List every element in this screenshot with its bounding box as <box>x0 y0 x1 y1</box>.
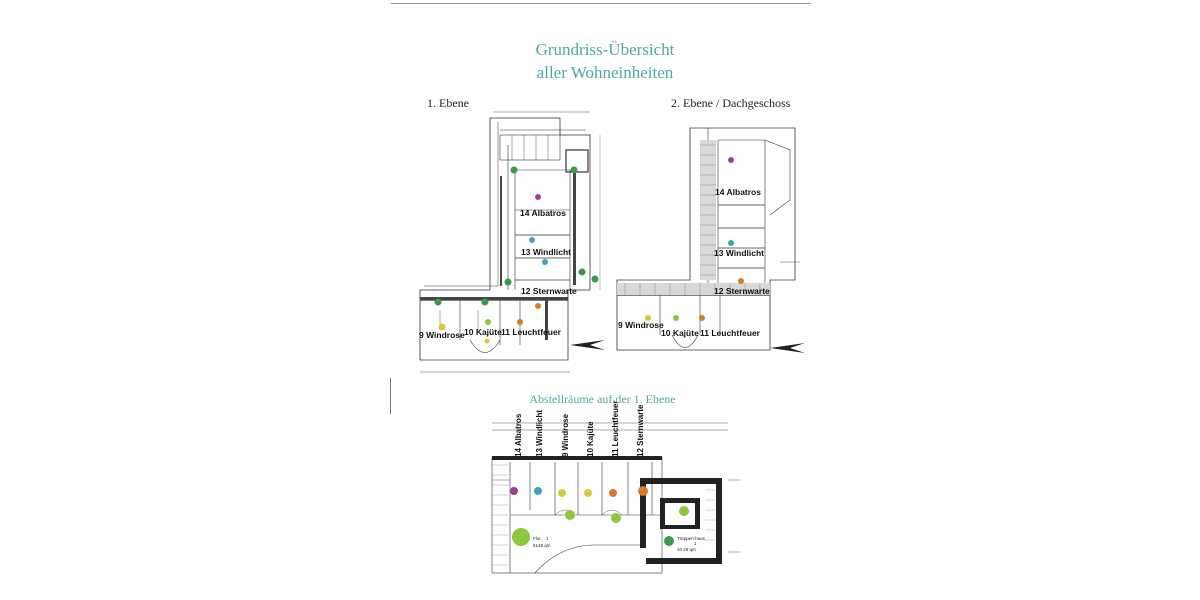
treppe-number: 1 <box>694 541 697 546</box>
p1-unit-11: 11 Leuchtfeuer <box>501 327 562 337</box>
storage-col-12: 12 Sternwarte <box>636 404 645 457</box>
p1-unit-12: 12 Sternwarte <box>521 286 577 296</box>
storage-markers <box>510 486 689 546</box>
plan-level-1-markers <box>434 166 599 344</box>
storage-col-9: 9 Windrose <box>561 413 570 457</box>
level-2-label: 2. Ebene / Dachgeschoss <box>671 96 791 110</box>
storage-stair-hatch <box>492 464 715 566</box>
p1-unit-10: 10 Kajüte <box>464 327 502 337</box>
p1-unit-13: 13 Windlicht <box>521 247 571 257</box>
storage-walls <box>492 456 722 564</box>
left-edge-mark <box>390 378 391 414</box>
storage-col-14: 14 Albatros <box>514 413 523 457</box>
p2-unit-12: 12 Sternwarte <box>714 286 770 296</box>
p2-unit-10: 10 Kajüte <box>661 328 699 338</box>
title-line-1: Grundriss-Übersicht <box>535 40 675 59</box>
storage-title: Abstellräume auf der 1. Ebene <box>529 392 676 406</box>
p2-unit-13: 13 Windlicht <box>714 248 764 258</box>
storage-room-annotations: Flur 1 6148 qm Treppen-haus 1 10.29 qm <box>533 536 706 552</box>
p2-unit-9: 9 Windrose <box>618 320 664 330</box>
flur-name: Flur <box>533 536 541 541</box>
plan-level-1-walls <box>420 170 576 340</box>
flur-number: 1 <box>546 536 549 541</box>
plan-level-1-labels: 14 Albatros 13 Windlicht 12 Sternwarte 9… <box>419 208 577 340</box>
p2-unit-14: 14 Albatros <box>715 187 761 197</box>
top-border <box>391 3 811 4</box>
p1-unit-14: 14 Albatros <box>520 208 566 218</box>
storage-col-10: 10 Kajüte <box>586 421 595 457</box>
storage-col-13: 13 Windlicht <box>535 410 544 457</box>
title-line-2: aller Wohneinheiten <box>536 63 674 82</box>
plan-level-2-labels: 14 Albatros 13 Windlicht 12 Sternwarte 9… <box>618 187 770 338</box>
p2-unit-11: 11 Leuchtfeuer <box>700 328 761 338</box>
north-arrow-1 <box>570 340 605 350</box>
plan-level-2-markers <box>645 157 744 321</box>
storage-column-labels: 14 Albatros 13 Windlicht 9 Windrose 10 K… <box>514 401 645 457</box>
north-arrow-2 <box>770 343 805 353</box>
plan-level-2-roof-hatch <box>617 140 770 295</box>
treppe-name: Treppen-haus <box>677 536 706 541</box>
page-title: Grundriss-Übersicht aller Wohneinheiten <box>390 38 820 84</box>
treppe-area: 10.29 qm <box>677 547 696 552</box>
p1-unit-9: 9 Windrose <box>419 330 465 340</box>
storage-col-11: 11 Leuchtfeuer <box>611 401 620 457</box>
level-1-label: 1. Ebene <box>427 96 469 110</box>
flur-area: 6148 qm <box>533 543 551 548</box>
